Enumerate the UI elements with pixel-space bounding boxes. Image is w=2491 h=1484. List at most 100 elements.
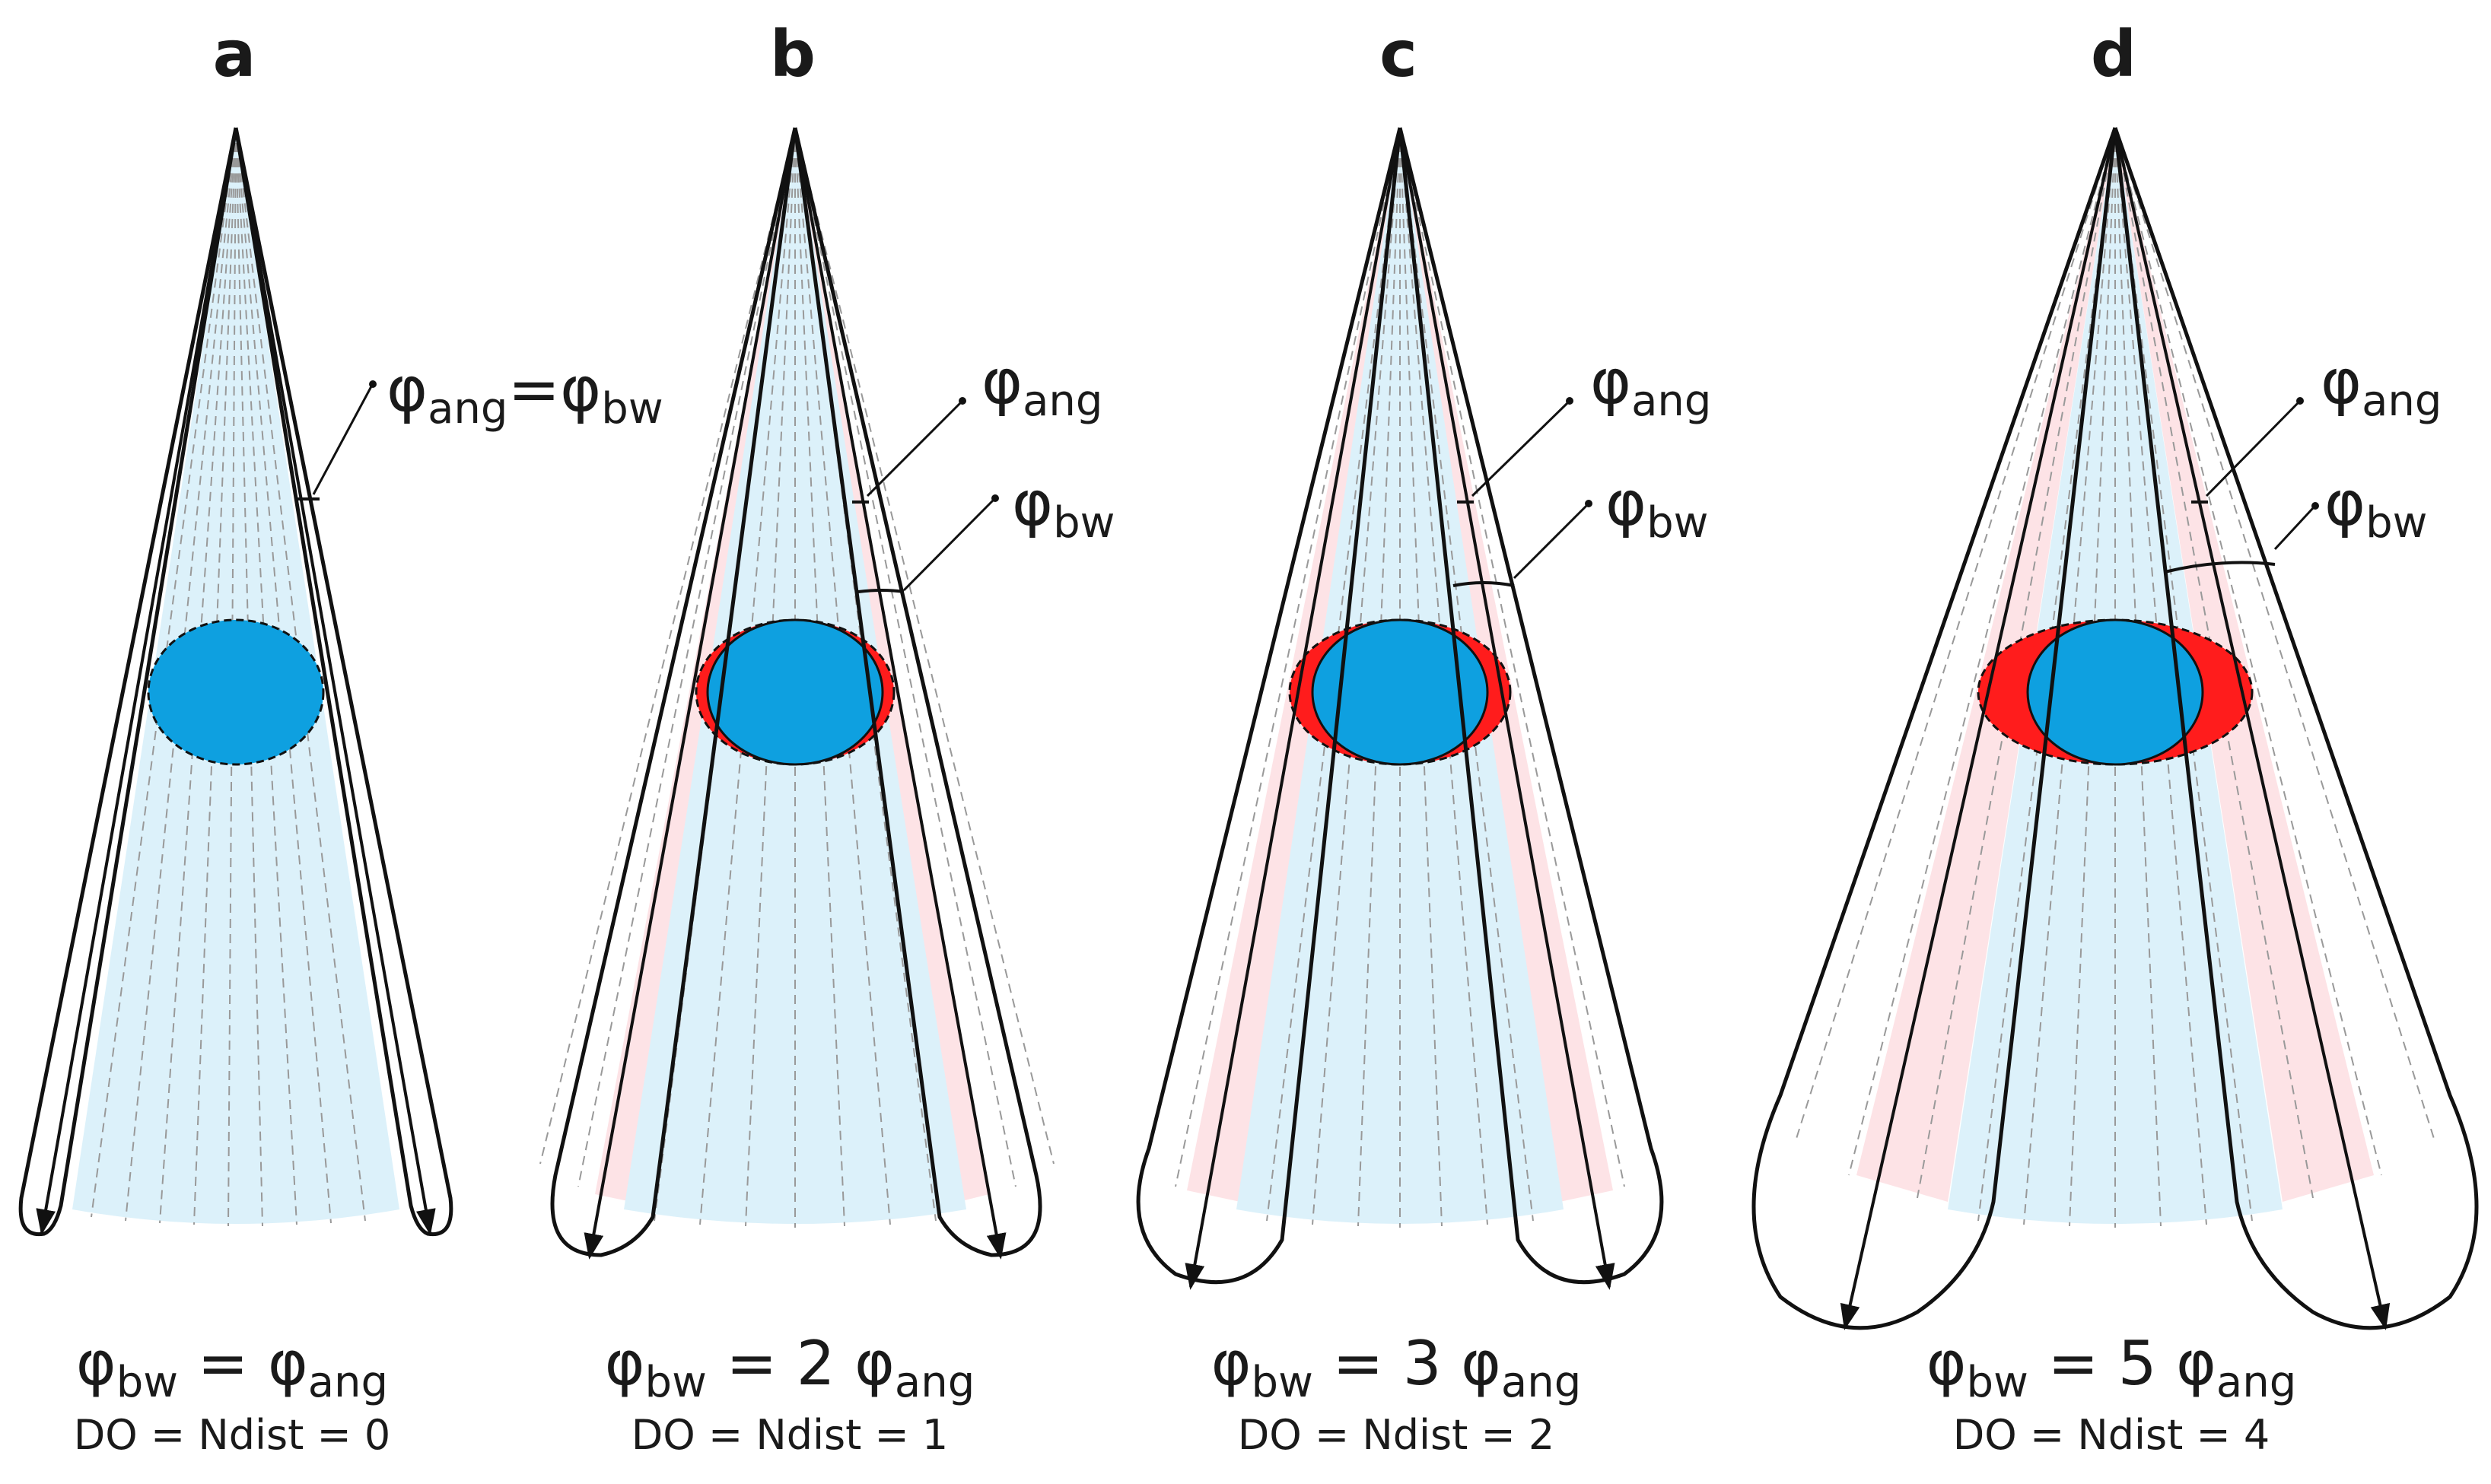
leader-line-a xyxy=(312,386,373,495)
annotation-bw-c-phi: φ xyxy=(1605,468,1646,540)
annotation-ang-b: φang xyxy=(981,346,1102,426)
equation-c-lhs-sub: bw xyxy=(1252,1358,1313,1407)
equation-d-rhs-phi: φ xyxy=(2176,1328,2216,1399)
annotation-a: φang=φbw xyxy=(387,354,663,434)
beam-right-axis-a xyxy=(234,127,436,1235)
equation-a: φbw = φang xyxy=(76,1328,388,1407)
beam-left-d xyxy=(1751,127,2117,1330)
beam-right-axis-c xyxy=(1398,127,1615,1290)
bw-arc-d xyxy=(2164,561,2276,574)
equation-c: φbw = 3 φang xyxy=(1211,1328,1582,1407)
annotation-bw-c-sub: bw xyxy=(1646,498,1708,548)
annotation-bw-c: φbw xyxy=(1605,468,1708,548)
annotation-ang-d-phi: φ xyxy=(2321,346,2362,418)
pink-right-d xyxy=(2115,128,2374,1202)
equation-d-lhs-sub: bw xyxy=(1967,1358,2028,1407)
equation-c-rhs-phi: φ xyxy=(1461,1328,1501,1399)
annotation-ang-b-phi: φ xyxy=(981,346,1023,418)
annotation-a-phi1: φ xyxy=(387,354,428,426)
equation-b-mid: = xyxy=(707,1328,797,1399)
equation-b: φbw = 2 φang xyxy=(605,1328,975,1407)
object-blue-a xyxy=(147,618,325,766)
annotation-bw-b-phi: φ xyxy=(1012,468,1053,540)
annotation-ang-c-sub: ang xyxy=(1631,377,1711,426)
equation-b-rhs-sub: ang xyxy=(895,1358,975,1407)
annotation-a-sub1: ang xyxy=(428,384,507,434)
beam-left-axis-d xyxy=(1840,127,2117,1330)
beam-right-d xyxy=(2113,127,2479,1330)
object-blue-d xyxy=(2026,618,2204,766)
leader-bw-dot-d xyxy=(2311,502,2319,510)
equation-b-lhs-sub: bw xyxy=(645,1358,707,1407)
annotation-bw-b-sub: bw xyxy=(1053,498,1115,548)
beam-right-c xyxy=(1398,127,1664,1285)
equation-a-rhs-phi: φ xyxy=(268,1328,308,1399)
equation-d-rhs-sub: ang xyxy=(2216,1358,2296,1407)
do-ndist-a: DO = Ndist = 0 xyxy=(74,1411,391,1459)
leader-ang-b xyxy=(866,402,962,497)
panel-letter-b: b xyxy=(770,17,816,91)
object-blue-c xyxy=(1311,618,1489,766)
equation-c-factor: 3 xyxy=(1403,1328,1461,1399)
equation-b-factor: 2 xyxy=(797,1328,854,1399)
beam-right-axis-b xyxy=(794,127,1007,1260)
annotation-a-eq: = xyxy=(507,354,560,426)
beam-left-axis-c xyxy=(1185,127,1401,1290)
leader-ang-d xyxy=(2205,402,2299,497)
equation-a-mid: = xyxy=(178,1328,268,1399)
leader-bw-dot-c xyxy=(1585,500,1592,507)
panel-a: a φang=φbw φbw = φang DO = Ndist = 0 xyxy=(18,17,663,1459)
panel-letter-d: d xyxy=(2091,17,2136,91)
do-ndist-c: DO = Ndist = 2 xyxy=(1238,1411,1555,1459)
panel-d: d φang φbw φbw = 5 φang DO = Ndist = 4 xyxy=(1751,17,2479,1459)
annotation-ang-d: φang xyxy=(2321,346,2442,426)
panel-b: b φang φbw φbw = 2 φang DO = Ndist = 1 xyxy=(539,17,1115,1459)
panel-c: c φang φbw φbw = 3 φang DO = Ndist = 2 xyxy=(1136,17,1711,1459)
leader-bw-dot-b xyxy=(991,494,999,502)
annotation-ang-b-sub: ang xyxy=(1023,377,1102,426)
leader-dot-a xyxy=(369,380,377,388)
leader-ang-c xyxy=(1471,402,1569,497)
equation-c-lhs-phi: φ xyxy=(1211,1328,1252,1399)
leader-bw-c xyxy=(1513,504,1588,580)
equation-c-rhs-sub: ang xyxy=(1501,1358,1581,1407)
annotation-bw-d-sub: bw xyxy=(2365,498,2427,548)
beam-right-axis-d xyxy=(2114,127,2391,1330)
leader-bw-d xyxy=(2273,507,2314,551)
leader-ang-dot-b xyxy=(959,397,966,405)
equation-d-factor: 5 xyxy=(2118,1328,2176,1399)
equation-d-lhs-phi: φ xyxy=(1926,1328,1967,1399)
bw-arc-b xyxy=(857,589,905,593)
equation-c-mid: = xyxy=(1313,1328,1403,1399)
equation-b-lhs-phi: φ xyxy=(605,1328,645,1399)
leader-ang-dot-c xyxy=(1566,397,1573,405)
leader-bw-b xyxy=(902,499,994,592)
equation-d: φbw = 5 φang xyxy=(1926,1328,2297,1407)
beam-left-axis-b xyxy=(584,127,797,1260)
equation-b-rhs-phi: φ xyxy=(854,1328,895,1399)
do-ndist-b: DO = Ndist = 1 xyxy=(631,1411,949,1459)
leader-ang-dot-d xyxy=(2296,397,2304,405)
beam-left-c xyxy=(1136,127,1402,1285)
beam-left-axis-a xyxy=(36,127,237,1235)
do-ndist-d: DO = Ndist = 4 xyxy=(1953,1411,2270,1459)
pink-right-c xyxy=(1400,128,1613,1202)
pink-left-d xyxy=(1856,128,2115,1202)
annotation-ang-c: φang xyxy=(1590,346,1711,426)
annotation-a-phi2: φ xyxy=(560,354,601,426)
object-blue-b xyxy=(706,618,884,766)
pink-left-c xyxy=(1187,128,1400,1202)
equation-a-lhs-sub: bw xyxy=(116,1358,178,1407)
annotation-bw-b: φbw xyxy=(1012,468,1115,548)
annotation-bw-d: φbw xyxy=(2324,468,2427,548)
annotation-a-sub2: bw xyxy=(601,384,663,434)
equation-d-mid: = xyxy=(2028,1328,2118,1399)
annotation-bw-d-phi: φ xyxy=(2324,468,2365,540)
equation-a-rhs-sub: ang xyxy=(308,1358,388,1407)
bw-arc-c xyxy=(1452,581,1515,587)
annotation-ang-c-phi: φ xyxy=(1590,346,1631,418)
panel-letter-a: a xyxy=(213,17,256,91)
panel-letter-c: c xyxy=(1379,17,1417,91)
